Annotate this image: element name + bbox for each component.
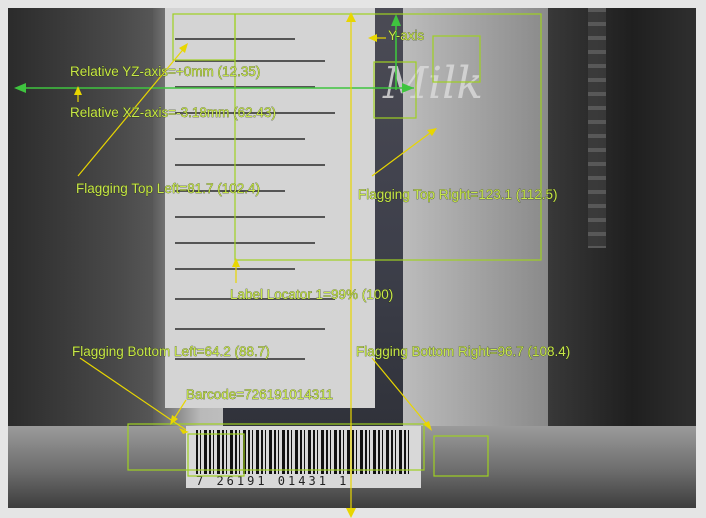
logo-box — [373, 61, 417, 119]
top-right-box — [432, 35, 481, 83]
axis-arrow-right — [402, 83, 414, 93]
flagging-top-right-label: Flagging Top Right=123.1 (112.5) — [358, 187, 558, 202]
top-left-leader — [77, 45, 187, 177]
y-axis-arrow-up — [391, 14, 401, 26]
barcode-image: 7 26191 01431 1 — [186, 426, 421, 488]
bottom-left-leader — [79, 357, 187, 431]
top-left-box — [172, 13, 236, 61]
barcode-box — [127, 423, 425, 471]
bottom-right-box — [433, 435, 489, 477]
background-right — [536, 8, 696, 508]
top-right-leader — [371, 129, 435, 177]
background-left — [8, 8, 168, 508]
flagging-top-left-label: Flagging Top Left=81.7 (102.4) — [76, 181, 260, 196]
bottom-right-leader — [371, 357, 431, 429]
axis-arrow-left — [14, 83, 26, 93]
barcode-label: Barcode=726191014311 — [186, 387, 333, 402]
relative-xz-axis-label: Relative XZ-axis=-3.18mm (62.43) — [70, 105, 276, 120]
center-arrow-down — [346, 508, 356, 518]
flagging-bottom-left-label: Flagging Bottom Left=64.2 (88.7) — [72, 344, 270, 359]
barcode-digits: 7 26191 01431 1 — [196, 474, 350, 488]
y-axis-label: Y-axis — [388, 28, 425, 43]
flagging-bottom-right-label: Flagging Bottom Right=96.7 (108.4) — [356, 344, 570, 359]
label-locator-label: Label Locator 1=99% (100) — [230, 287, 393, 302]
background-ruler — [588, 8, 606, 248]
bottom-left-box — [187, 433, 245, 477]
relative-yz-axis-label: Relative YZ-axis=+0mm (12.35) — [70, 64, 260, 79]
nutrition-facts-panel — [165, 8, 375, 408]
barcode-bars — [196, 430, 411, 474]
center-arrow-up — [346, 12, 356, 22]
label-locator-box — [234, 13, 542, 261]
